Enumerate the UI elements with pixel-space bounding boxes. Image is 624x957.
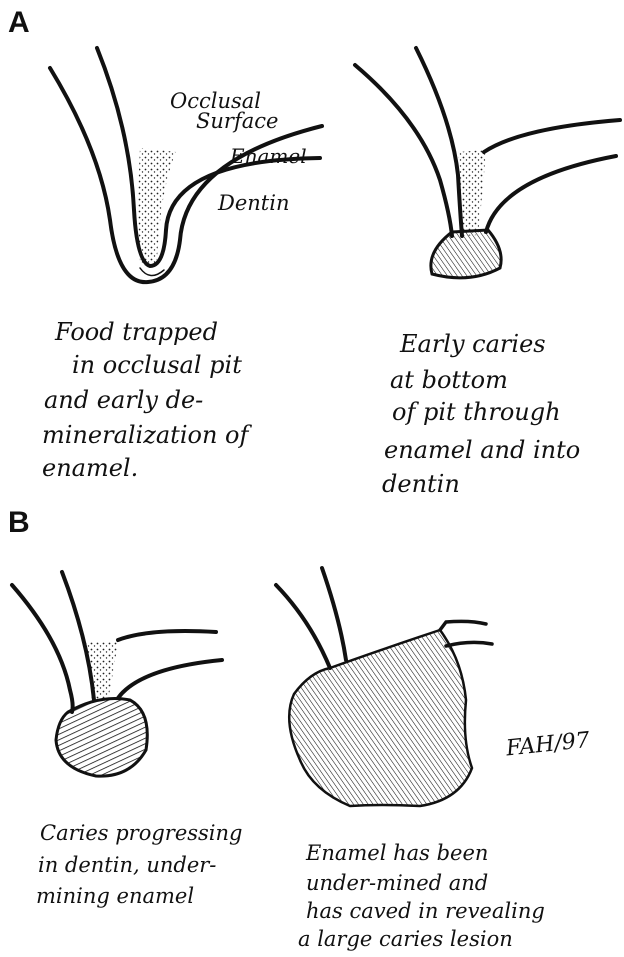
caption-a1: Food trapped in occlusal pit and early d… — [42, 318, 252, 482]
pit-outer-wall — [12, 585, 73, 712]
artist-signature: FAH/97 — [504, 728, 591, 762]
enamel-top — [118, 631, 216, 640]
caption-b1-line: mining enamel — [36, 884, 194, 908]
enamel-top — [440, 621, 486, 630]
enamel-bottom — [118, 660, 222, 698]
caption-a2-line: at bottom — [390, 366, 508, 394]
caption-a1-line: and early de- — [44, 386, 203, 414]
label-enamel: Enamel — [229, 144, 307, 168]
caption-a2-line: dentin — [382, 470, 460, 498]
tooth-caries-progressing — [12, 572, 222, 776]
large-lesion — [289, 630, 472, 806]
enamel-dentin-junction — [140, 268, 164, 276]
caption-a2-line: of pit through — [392, 398, 561, 426]
caption-b2-line: under-mined and — [306, 871, 488, 895]
caption-b1: Caries progressing in dentin, under- min… — [36, 821, 243, 908]
tooth-early-caries — [355, 48, 620, 278]
caption-a2-line: Early caries — [399, 330, 546, 358]
pit-inner-wall — [322, 568, 346, 660]
label-surface: Surface — [196, 109, 278, 133]
tooth-large-caries-lesion — [276, 568, 492, 806]
caption-b1-line: Caries progressing — [40, 821, 243, 845]
dentin-lesion — [56, 699, 147, 777]
early-lesion — [431, 230, 501, 278]
caption-b1-line: in dentin, under- — [38, 853, 216, 877]
caption-a1-line: enamel. — [42, 454, 138, 482]
caption-a1-line: Food trapped — [54, 318, 218, 346]
caption-b2: Enamel has been under-mined and has cave… — [298, 841, 545, 951]
caption-a2-line: enamel and into — [384, 436, 580, 464]
caption-a1-line: mineralization of — [42, 421, 252, 449]
label-dentin: Dentin — [217, 191, 289, 215]
pit-outer-wall — [276, 585, 330, 668]
enamel-bottom — [446, 642, 492, 646]
caption-b2-line: has caved in revealing — [306, 899, 545, 923]
caption-b2-line: Enamel has been — [305, 841, 488, 865]
enamel-top — [484, 120, 620, 152]
caption-b2-line: a large caries lesion — [298, 927, 513, 951]
caption-a1-line: in occlusal pit — [72, 351, 242, 379]
caption-a2: Early caries at bottom of pit through en… — [382, 330, 580, 498]
pit-outer-wall — [355, 65, 452, 236]
enamel-bottom — [486, 156, 616, 232]
